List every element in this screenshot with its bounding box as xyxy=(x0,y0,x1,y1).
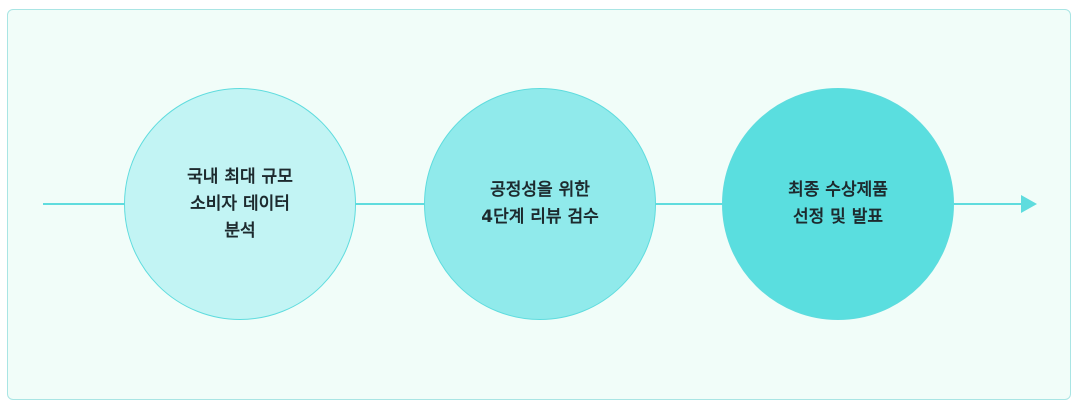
step-1-label: 국내 최대 규모 소비자 데이터 분석 xyxy=(187,164,293,245)
step-3-label: 최종 수상제품 선정 및 발표 xyxy=(788,177,888,231)
step-2-circle: 공정성을 위한 4단계 리뷰 검수 xyxy=(424,88,656,320)
arrow-right-icon xyxy=(1021,195,1037,213)
step-2-label: 공정성을 위한 4단계 리뷰 검수 xyxy=(481,177,599,231)
step-3-line-2: 선정 및 발표 xyxy=(792,207,884,227)
step-1-circle: 국내 최대 규모 소비자 데이터 분석 xyxy=(124,88,356,320)
step-3-circle: 최종 수상제품 선정 및 발표 xyxy=(722,88,954,320)
step-2-line-1: 공정성을 위한 xyxy=(490,180,590,200)
step-1-line-2: 소비자 데이터 xyxy=(190,193,290,214)
step-3-line-1: 최종 수상제품 xyxy=(788,180,888,200)
step-1-line-3: 분석 xyxy=(224,220,256,241)
step-1-line-1: 국내 최대 규모 xyxy=(187,166,293,187)
step-2-line-2: 4단계 리뷰 검수 xyxy=(481,207,599,227)
